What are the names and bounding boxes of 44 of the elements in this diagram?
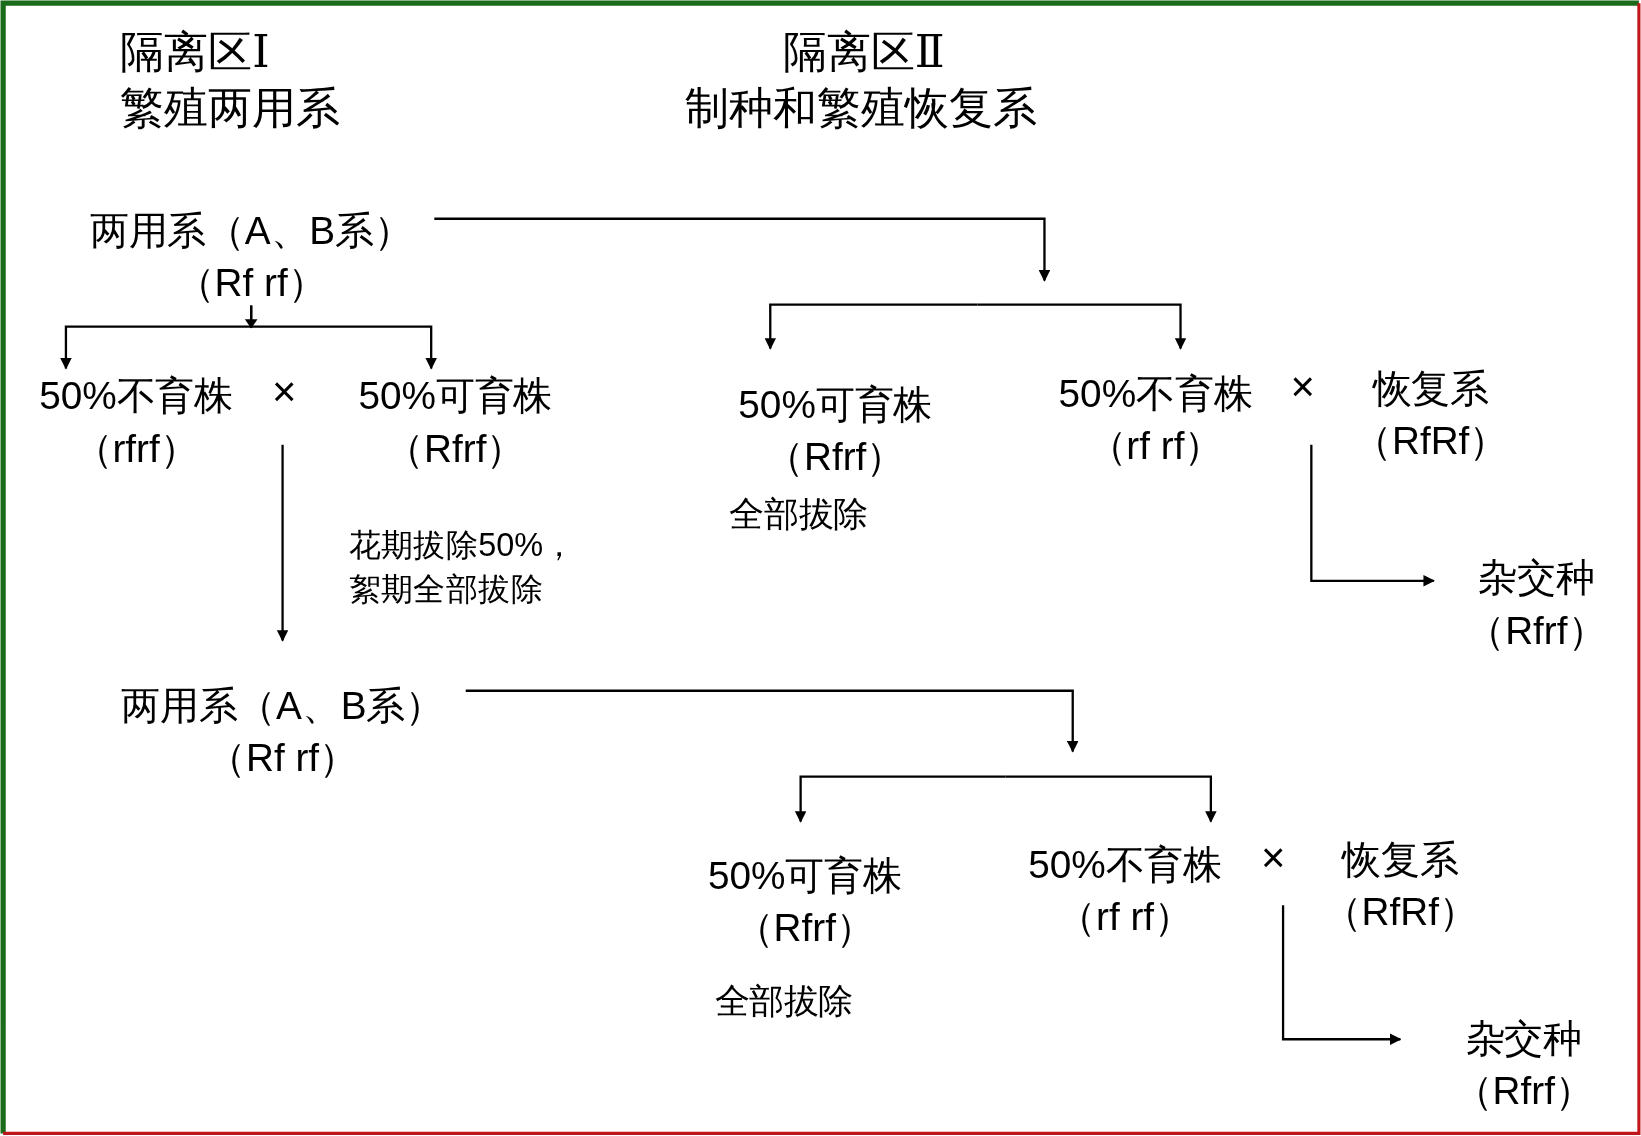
- plant-line-label: 50%不育株: [38, 373, 234, 420]
- arrow: [465, 689, 1079, 753]
- zone-heading: 制种和繁殖恢复系: [685, 83, 1038, 135]
- genotype-label: （RfRf）: [1352, 418, 1510, 465]
- plant-line-label: 两用系（A、B系）: [120, 683, 445, 730]
- genotype-label: （rf rf）: [1086, 423, 1225, 470]
- genotype-label: （rfrf）: [72, 426, 200, 472]
- genotype-label: （RfRf）: [1321, 889, 1479, 936]
- arrow: [250, 305, 437, 370]
- genotype-label: （Rf rf）: [206, 735, 359, 782]
- arrow: [764, 303, 978, 350]
- arrow: [276, 444, 289, 642]
- genotype-label: （Rfrf）: [384, 426, 527, 472]
- plant-line-label: 50%可育株: [706, 853, 903, 899]
- plant-line-label: 杂交种: [1464, 1016, 1583, 1063]
- zone-heading: 繁殖两用系: [120, 83, 341, 135]
- plant-line-label: 50%不育株: [1027, 842, 1223, 889]
- cross-symbol: ×: [1290, 363, 1315, 411]
- plant-line-label: 恢复系: [1371, 366, 1490, 413]
- genotype-label: （Rfrf）: [1465, 608, 1608, 654]
- genotype-label: （Rfrf）: [1452, 1068, 1595, 1115]
- zone-heading: 隔离区Ⅰ: [120, 27, 270, 79]
- arrow: [977, 303, 1187, 350]
- removal-note: 全部拔除: [714, 980, 853, 1023]
- arrow: [1310, 444, 1435, 587]
- genotype-label: （Rf rf）: [174, 260, 328, 307]
- zone-heading: 隔离区Ⅱ: [782, 27, 945, 79]
- plant-line-label: 两用系（A、B系）: [88, 208, 414, 255]
- arrow: [1005, 775, 1217, 823]
- genotype-label: （Rfrf）: [764, 434, 907, 481]
- plant-line-label: 50%可育株: [357, 373, 554, 420]
- plant-line-label: 恢复系: [1340, 837, 1460, 884]
- genotype-label: （rf rf）: [1056, 894, 1194, 941]
- arrow: [434, 217, 1051, 282]
- removal-note: 全部拔除: [729, 494, 868, 536]
- edge-label: 花期拔除50%，絮期全部拔除: [348, 525, 577, 609]
- plant-line-label: 50%不育株: [1057, 371, 1254, 418]
- plant-line-label: 杂交种: [1477, 555, 1596, 602]
- cross-symbol: ×: [1261, 834, 1286, 882]
- arrow: [1281, 905, 1402, 1045]
- cross-symbol: ×: [272, 368, 297, 416]
- arrow: [794, 775, 1006, 823]
- genotype-label: （Rfrf）: [733, 905, 876, 952]
- plant-line-label: 50%可育株: [737, 382, 933, 428]
